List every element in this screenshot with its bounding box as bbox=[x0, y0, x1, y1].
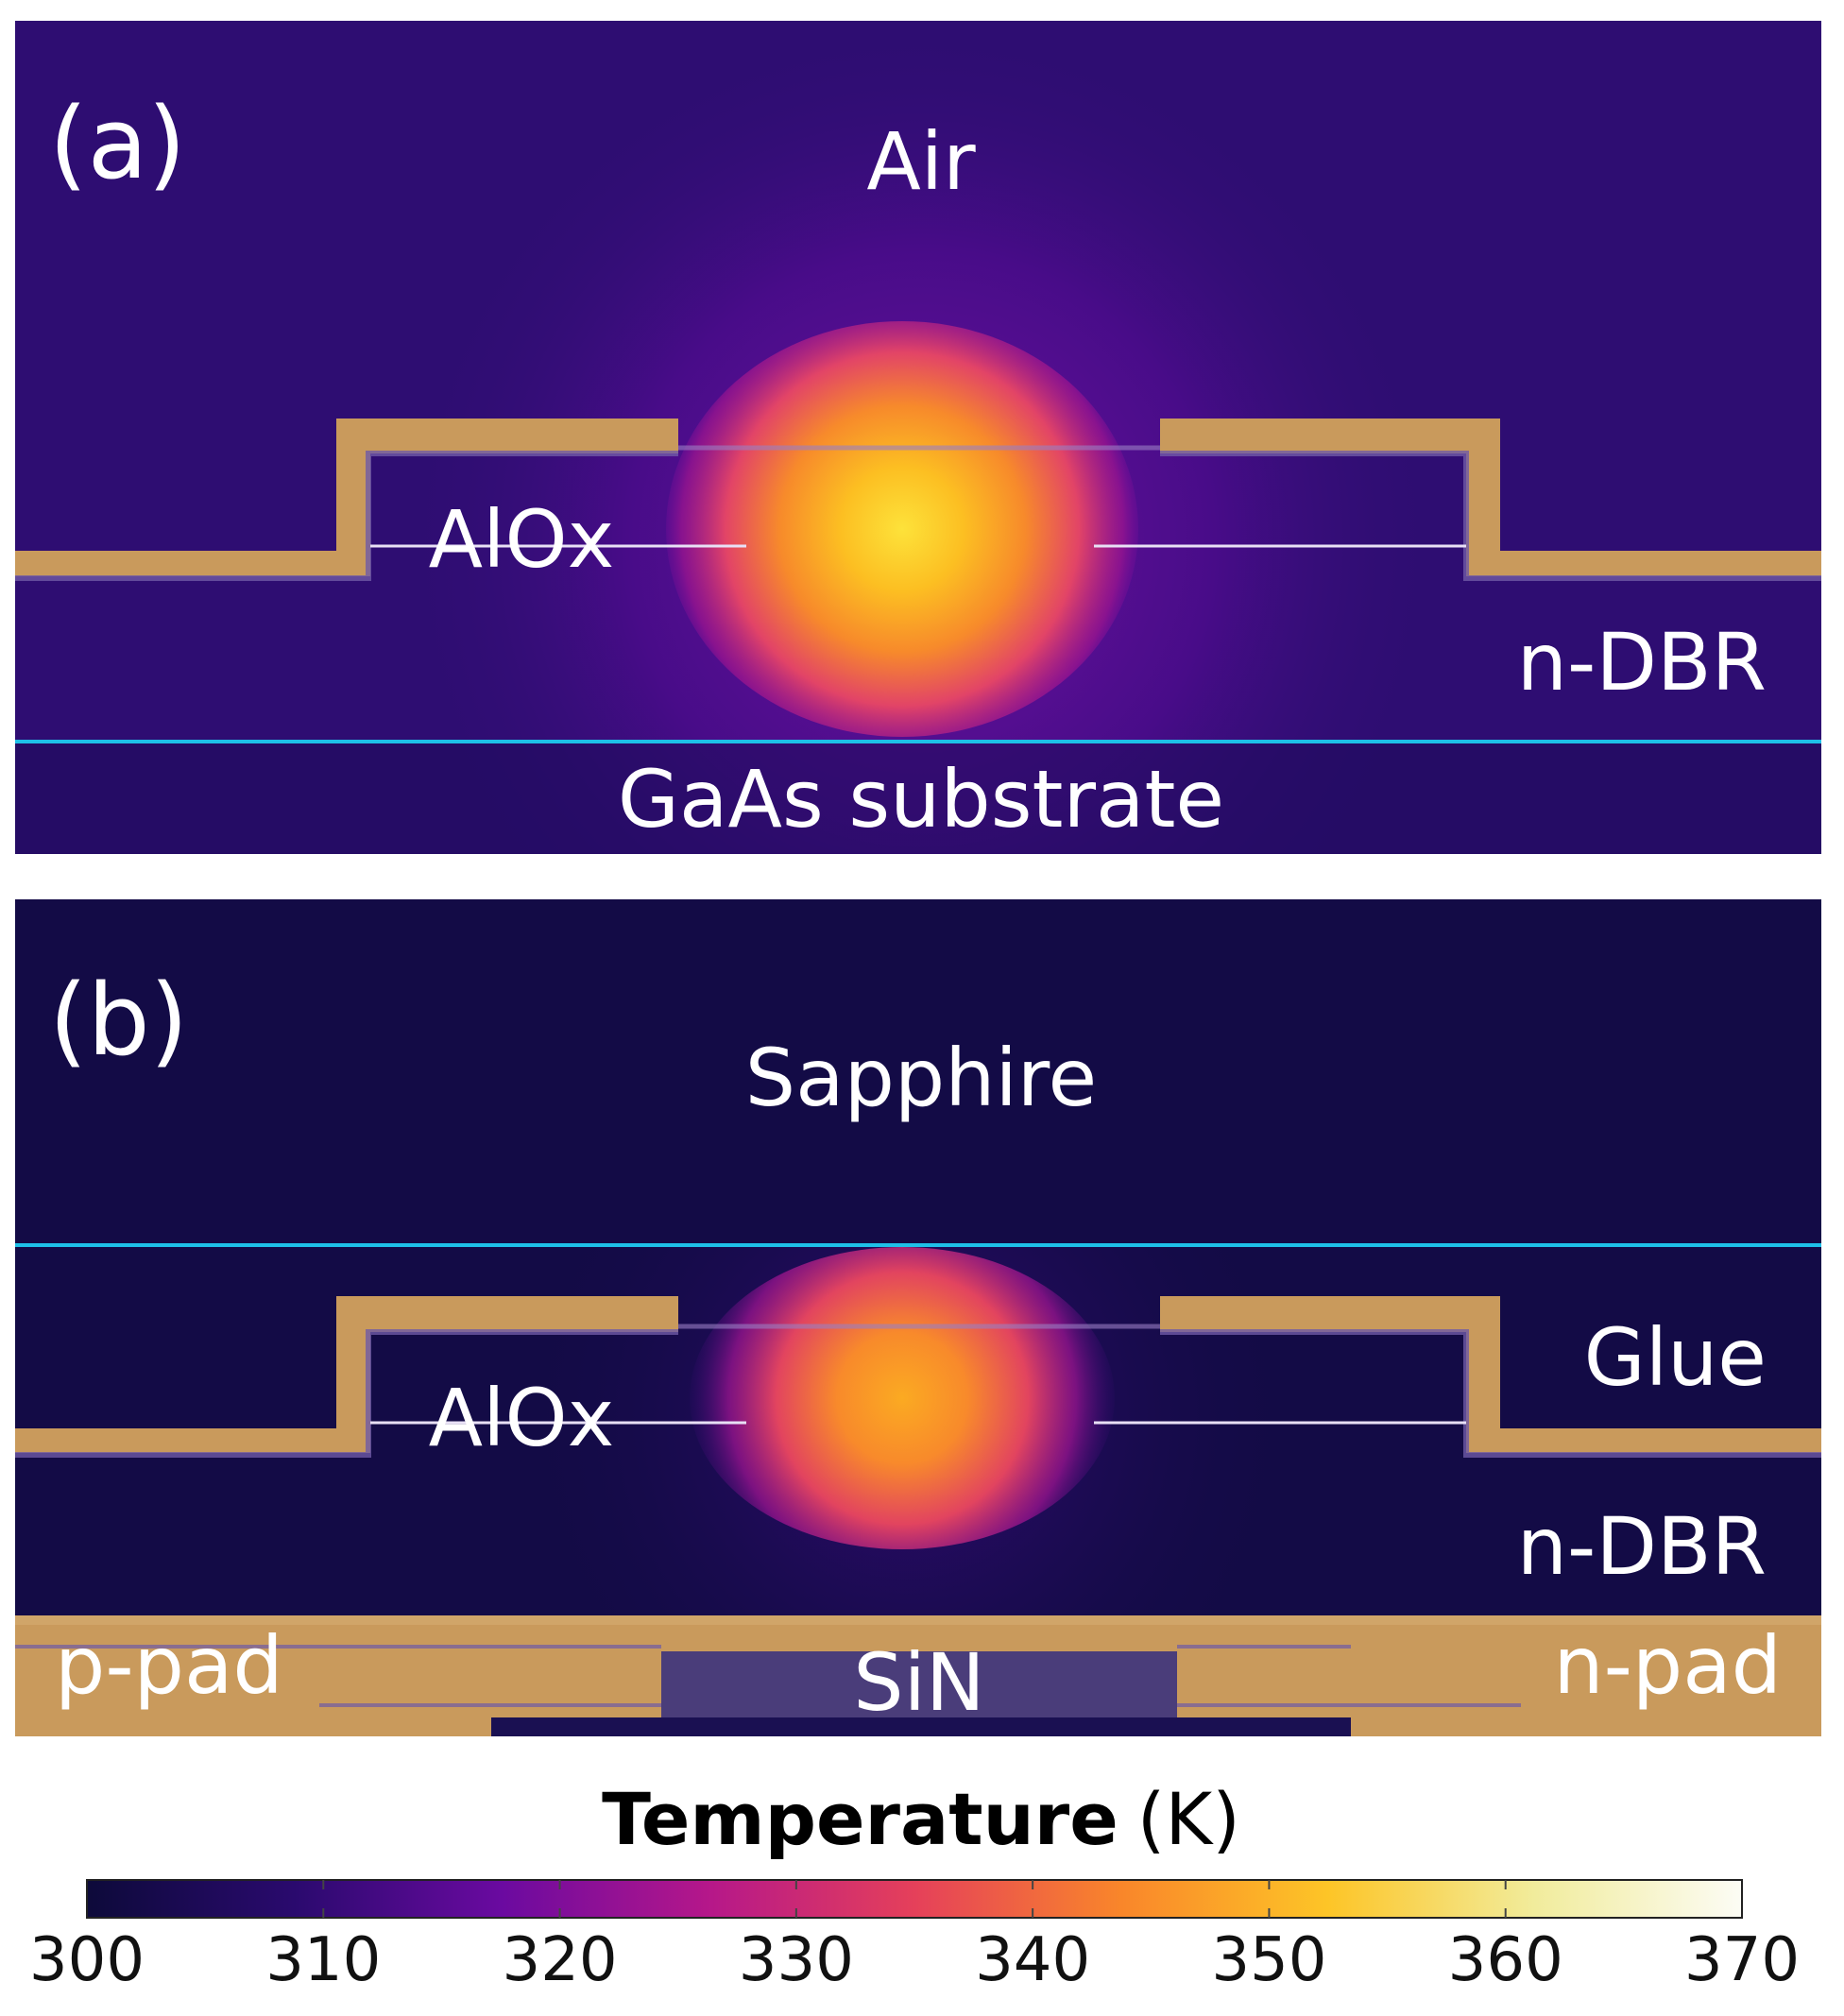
colorbar-title: Temperature(K) bbox=[602, 1777, 1240, 1861]
panel-b: (b) Sapphire Glue AlOx n-DBR p-pad SiN n… bbox=[15, 899, 1821, 1736]
pad-gap bbox=[491, 1717, 1351, 1736]
colorbar-title-bold: Temperature bbox=[602, 1777, 1118, 1861]
pad-top-edge bbox=[15, 1615, 1821, 1625]
label-glue: Glue bbox=[1584, 1311, 1767, 1404]
p-contact-left-a bbox=[15, 419, 678, 576]
label-ndbr-b: n-DBR bbox=[1517, 1500, 1767, 1593]
substrate-region bbox=[15, 742, 1821, 854]
colorbar-title-unit: (K) bbox=[1137, 1777, 1240, 1861]
p-contact-left-b bbox=[15, 1296, 678, 1453]
colorbar-tick-label: 350 bbox=[1211, 1925, 1326, 1995]
p-contact-right-b bbox=[1160, 1296, 1821, 1453]
p-contact-right-a bbox=[1160, 419, 1821, 576]
label-ppad: p-pad bbox=[55, 1619, 283, 1712]
hotspot-b bbox=[690, 1247, 1115, 1549]
colorbar: Temperature(K) 300 310 320 330 340 350 360 370 bbox=[29, 1777, 1800, 1995]
colorbar-tick-label: 360 bbox=[1448, 1925, 1563, 1995]
colorbar-gradient bbox=[86, 1879, 1743, 1919]
label-sapphire: Sapphire bbox=[745, 1032, 1097, 1124]
label-npad: n-pad bbox=[1553, 1619, 1782, 1712]
colorbar-tick-label: 370 bbox=[1684, 1925, 1800, 1995]
colorbar-ticks: 300 310 320 330 340 350 360 370 bbox=[29, 1880, 1800, 1995]
label-aliox-b: AlOx bbox=[429, 1372, 615, 1464]
colorbar-tick-label: 310 bbox=[265, 1925, 381, 1995]
label-substrate: GaAs substrate bbox=[618, 753, 1224, 846]
colorbar-tick-label: 320 bbox=[502, 1925, 617, 1995]
colorbar-tick-label: 330 bbox=[739, 1925, 854, 1995]
hotspot-a bbox=[666, 321, 1138, 737]
panel-b-tag: (b) bbox=[49, 963, 188, 1078]
mesa-outline-b bbox=[15, 1329, 1821, 1458]
label-sin: SiN bbox=[853, 1636, 985, 1729]
panel-a-tag: (a) bbox=[49, 86, 186, 201]
colorbar-tick-label: 300 bbox=[29, 1925, 145, 1995]
label-ndbr-a: n-DBR bbox=[1517, 616, 1767, 709]
mesa-outline-a bbox=[15, 451, 1821, 581]
colorbar-tick-label: 340 bbox=[975, 1925, 1090, 1995]
label-air: Air bbox=[866, 115, 976, 208]
panel-a: (a) Air AlOx n-DBR GaAs substrate bbox=[15, 21, 1821, 854]
label-aliox-a: AlOx bbox=[429, 493, 615, 586]
